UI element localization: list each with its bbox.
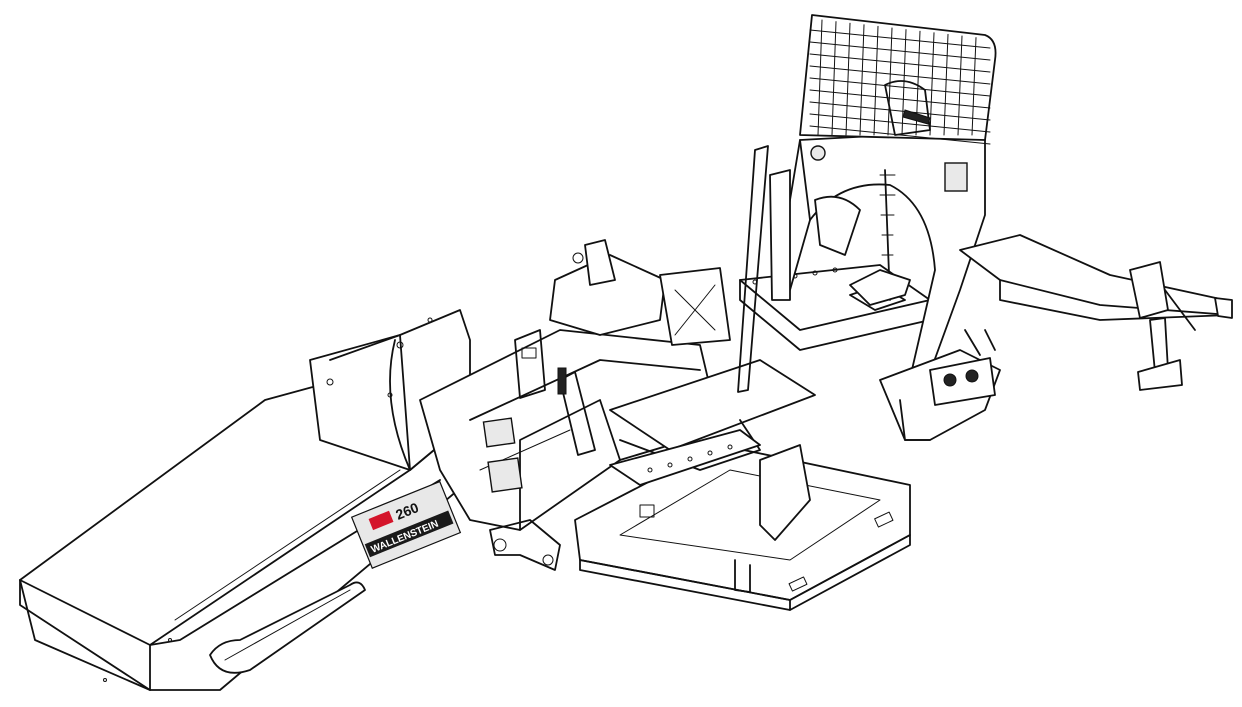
jack-stand — [1129, 261, 1169, 319]
upper-chute — [549, 239, 731, 346]
mesh-bar — [809, 89, 991, 109]
chute-mount — [584, 239, 616, 286]
infeed-trough — [19, 384, 471, 691]
pivot-bracket — [489, 519, 561, 571]
mesh-bar — [929, 32, 935, 136]
mesh-bar — [809, 29, 991, 49]
tow-tongue — [959, 234, 1233, 391]
decal-logo-mark — [368, 510, 394, 531]
lever-handle-grip — [557, 367, 567, 395]
arch-warning-label — [944, 162, 968, 192]
control-lever — [559, 371, 596, 456]
lifting-lug — [514, 329, 546, 399]
mesh-bar — [901, 29, 907, 136]
mesh-bar — [809, 77, 991, 97]
mesh-bar — [943, 33, 949, 136]
frame-handle-slot — [788, 576, 808, 592]
mesh-bar — [957, 35, 963, 136]
frame-handle-slot — [874, 511, 894, 528]
mesh-bar — [887, 27, 893, 136]
mesh-bar — [859, 24, 865, 136]
decal-brand-strip — [364, 510, 454, 558]
side-door — [659, 267, 731, 346]
mesh-bar — [817, 19, 823, 136]
skid-frame — [574, 444, 911, 611]
splitter-body — [419, 329, 721, 571]
jack-crank — [1164, 289, 1196, 331]
splitting-beam — [609, 359, 816, 541]
wedge-plate — [759, 444, 811, 541]
mesh-bar — [809, 41, 991, 61]
frame-label-plate — [639, 504, 655, 518]
wedge-rail — [609, 429, 761, 486]
hitch-coupler — [1214, 297, 1233, 319]
mesh-bar — [809, 101, 991, 121]
trough-handle — [209, 581, 366, 674]
winch-cylinder — [769, 169, 791, 301]
warning-label-2 — [487, 457, 523, 493]
warning-label-1 — [482, 417, 516, 448]
mesh-bar — [809, 113, 991, 133]
valve-bank — [879, 329, 1001, 441]
mesh-guard — [799, 14, 997, 145]
arch-label-disc — [810, 145, 826, 161]
mesh-bar — [809, 53, 991, 73]
winch-arch — [769, 129, 986, 401]
winch-drum — [814, 195, 861, 256]
mesh-bar — [845, 22, 851, 136]
jack-foot — [1137, 359, 1183, 391]
brand-decal: 260 WALLENSTEIN — [350, 480, 462, 569]
guide-post — [737, 145, 769, 393]
chain-hook-plate — [849, 269, 911, 306]
mesh-bar — [873, 25, 879, 136]
hydraulic-valve — [929, 357, 996, 406]
mesh-bar — [809, 65, 991, 85]
winch-control-valve — [884, 80, 931, 136]
